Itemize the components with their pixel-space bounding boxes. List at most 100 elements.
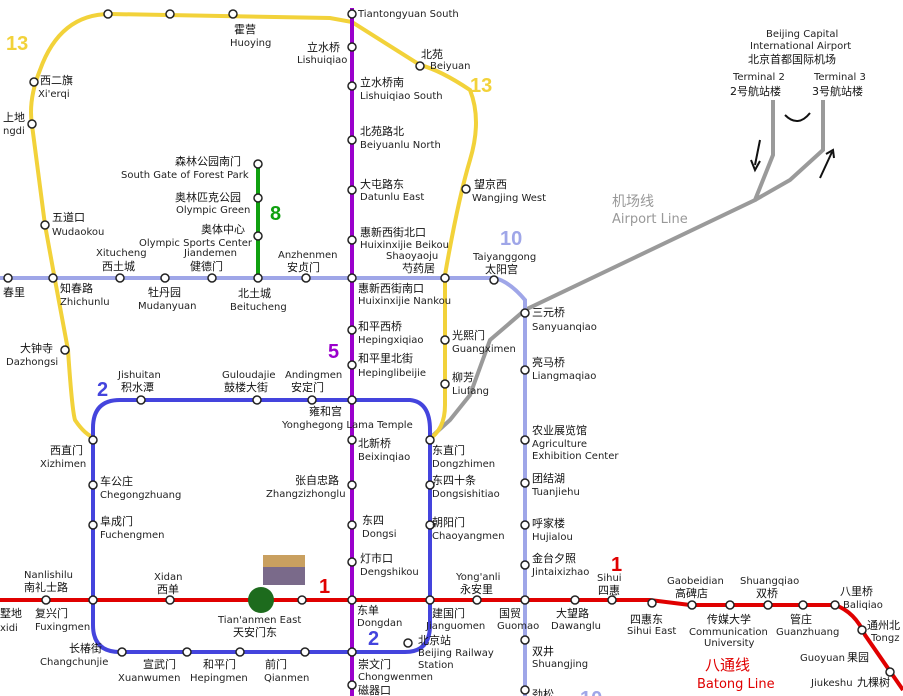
- station-dot[interactable]: [307, 395, 317, 405]
- station-dot[interactable]: [885, 667, 895, 677]
- station-dot[interactable]: [253, 273, 263, 283]
- station-dot[interactable]: [347, 360, 357, 370]
- station-dot[interactable]: [347, 273, 357, 283]
- station-dot[interactable]: [252, 395, 262, 405]
- station-dot[interactable]: [347, 520, 357, 530]
- station-label-en: Beiyuanlu North: [360, 140, 441, 151]
- station-dot[interactable]: [207, 273, 217, 283]
- station-dot[interactable]: [347, 135, 357, 145]
- station-dot[interactable]: [520, 365, 530, 375]
- station-label-cn: 金台夕照: [532, 551, 576, 565]
- station-label-cn: 望京西: [474, 177, 507, 191]
- station-dot[interactable]: [520, 520, 530, 530]
- station-label-en: Zhichunlu: [60, 297, 110, 308]
- line-2-label: 2: [97, 379, 108, 401]
- station-dot[interactable]: [425, 595, 435, 605]
- tiananmen-marker: [248, 587, 274, 613]
- station-dot[interactable]: [136, 395, 146, 405]
- station-dot[interactable]: [440, 273, 450, 283]
- station-label-cn: 国贸: [499, 607, 521, 620]
- station-dot[interactable]: [647, 598, 657, 608]
- station-dot[interactable]: [165, 9, 175, 19]
- station-dot[interactable]: [425, 520, 435, 530]
- station-label-en: Fuxingmen: [35, 622, 90, 633]
- station-label-cn: 阜成门: [100, 514, 133, 528]
- station-label-cn: 芍药居: [402, 262, 435, 275]
- station-dot[interactable]: [347, 185, 357, 195]
- station-dot[interactable]: [425, 480, 435, 490]
- station-dot[interactable]: [520, 478, 530, 488]
- station-dot[interactable]: [520, 308, 530, 318]
- station-dot[interactable]: [253, 159, 263, 169]
- station-dot[interactable]: [347, 680, 357, 690]
- station-dot[interactable]: [41, 595, 51, 605]
- station-dot[interactable]: [253, 231, 263, 241]
- station-dot[interactable]: [300, 647, 310, 657]
- station-dot[interactable]: [228, 9, 238, 19]
- line-13-label: 13: [470, 75, 492, 97]
- station-label-en: Dongzhimen: [432, 459, 495, 470]
- station-dot[interactable]: [520, 635, 530, 645]
- station-dot[interactable]: [520, 435, 530, 445]
- station-dot[interactable]: [301, 273, 311, 283]
- station-dot[interactable]: [103, 9, 113, 19]
- station-dot[interactable]: [117, 647, 127, 657]
- station-dot[interactable]: [29, 77, 39, 87]
- station-dot[interactable]: [347, 435, 357, 445]
- station-dot[interactable]: [403, 638, 413, 648]
- station-dot[interactable]: [60, 345, 70, 355]
- station-label-en: South Gate of Forest Park: [121, 170, 249, 181]
- station-dot[interactable]: [347, 480, 357, 490]
- station-dot[interactable]: [687, 600, 697, 610]
- station-label-cn: 和平门: [203, 657, 236, 671]
- station-dot[interactable]: [235, 647, 245, 657]
- station-label-cn: 北土城: [238, 287, 271, 300]
- station-label-cn: 四惠东: [630, 612, 663, 626]
- station-dot[interactable]: [798, 600, 808, 610]
- station-dot[interactable]: [347, 81, 357, 91]
- station-dot[interactable]: [40, 220, 50, 230]
- station-dot[interactable]: [347, 595, 357, 605]
- station-dot[interactable]: [347, 557, 357, 567]
- station-dot[interactable]: [347, 9, 357, 19]
- station-dot[interactable]: [160, 273, 170, 283]
- station-dot[interactable]: [88, 520, 98, 530]
- station-dot[interactable]: [520, 560, 530, 570]
- station-dot[interactable]: [88, 480, 98, 490]
- station-label-en: Shuangqiao: [740, 576, 799, 587]
- station-dot[interactable]: [115, 273, 125, 283]
- station-dot[interactable]: [347, 42, 357, 52]
- station-dot[interactable]: [830, 600, 840, 610]
- station-dot[interactable]: [48, 273, 58, 283]
- station-dot[interactable]: [3, 273, 13, 283]
- station-dot[interactable]: [297, 595, 307, 605]
- station-label-en: Lishuiqiao South: [360, 91, 443, 102]
- station-dot[interactable]: [27, 119, 37, 129]
- station-dot[interactable]: [347, 325, 357, 335]
- station-dot[interactable]: [520, 685, 530, 695]
- station-label-cn: 霍营: [234, 22, 256, 36]
- station-dot[interactable]: [165, 595, 175, 605]
- station-dot[interactable]: [347, 395, 357, 405]
- station-dot[interactable]: [440, 335, 450, 345]
- station-dot[interactable]: [489, 275, 499, 285]
- station-dot[interactable]: [607, 595, 617, 605]
- station-dot[interactable]: [182, 647, 192, 657]
- airport-name-cn: 北京首都国际机场: [748, 52, 836, 66]
- station-dot[interactable]: [461, 184, 471, 194]
- station-dot[interactable]: [570, 595, 580, 605]
- station-dot[interactable]: [857, 625, 867, 635]
- station-dot[interactable]: [415, 61, 425, 71]
- station-dot[interactable]: [440, 379, 450, 389]
- station-dot[interactable]: [725, 600, 735, 610]
- station-dot[interactable]: [520, 595, 530, 605]
- station-dot[interactable]: [763, 600, 773, 610]
- station-dot[interactable]: [347, 647, 357, 657]
- station-label-cn: 管庄: [790, 612, 812, 626]
- station-dot[interactable]: [88, 435, 98, 445]
- station-dot[interactable]: [425, 435, 435, 445]
- station-dot[interactable]: [88, 595, 98, 605]
- station-dot[interactable]: [472, 595, 482, 605]
- station-dot[interactable]: [253, 193, 263, 203]
- station-dot[interactable]: [347, 235, 357, 245]
